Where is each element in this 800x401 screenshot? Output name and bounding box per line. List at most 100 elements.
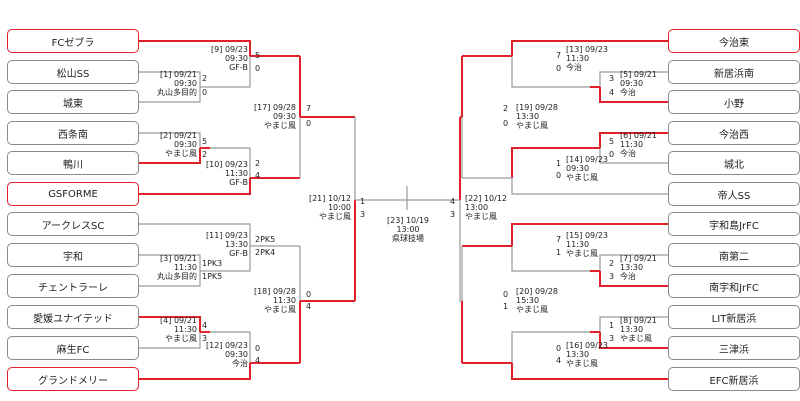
team-box-left[interactable]: 松山SS bbox=[7, 60, 139, 84]
match-header: [14] 09/23 bbox=[566, 155, 626, 164]
score: 0 bbox=[202, 88, 208, 97]
team-box-left[interactable]: アークレスSC bbox=[7, 212, 139, 236]
team-box-left[interactable]: グランドメリー bbox=[7, 367, 139, 391]
line-r2 bbox=[139, 223, 251, 246]
match-time: 13:00 bbox=[396, 225, 420, 234]
match-number: [20] bbox=[516, 287, 533, 296]
match-date: 09/23 bbox=[584, 155, 609, 164]
match-number: [19] bbox=[516, 103, 533, 112]
score: 7 bbox=[556, 235, 562, 244]
team-box-left[interactable]: GSFORME bbox=[7, 182, 139, 206]
line-r1 bbox=[139, 132, 201, 148]
match-date: 09/21 bbox=[173, 70, 197, 79]
team-box-right[interactable]: 今治西 bbox=[668, 121, 800, 145]
match-date: 09/23 bbox=[224, 341, 249, 350]
score: 3 bbox=[609, 334, 615, 343]
line-r1 bbox=[599, 271, 668, 287]
team-box-right[interactable]: EFC新居浜 bbox=[668, 367, 800, 391]
score: 1 bbox=[609, 321, 615, 330]
team-box-right[interactable]: 三津浜 bbox=[668, 336, 800, 360]
match-header: [7] 09/21 bbox=[620, 254, 664, 263]
score: 2 bbox=[503, 104, 509, 113]
match-date: 09/21 bbox=[633, 254, 657, 263]
team-box-right[interactable]: 新居浜南 bbox=[668, 60, 800, 84]
match-header: [11] 09/23 bbox=[206, 231, 248, 240]
score: 2 bbox=[202, 150, 208, 159]
team-box-right[interactable]: 今治東 bbox=[668, 29, 800, 53]
match-date: 09/21 bbox=[173, 316, 197, 325]
match-number: [21] bbox=[308, 194, 326, 203]
team-box-left[interactable]: 西条南 bbox=[7, 121, 139, 145]
match-time: 13:30 bbox=[224, 240, 248, 249]
match-venue: GF-B bbox=[229, 63, 248, 72]
score: 0 bbox=[255, 64, 261, 73]
score: 4 bbox=[556, 356, 562, 365]
score: 0 bbox=[503, 290, 509, 299]
match-time: 09:30 bbox=[566, 164, 590, 173]
team-box-right[interactable]: LIT新居浜 bbox=[668, 305, 800, 329]
match-date: 09/28 bbox=[272, 287, 296, 296]
score: 0 bbox=[306, 119, 312, 128]
match-header: [20] 09/28 bbox=[516, 287, 576, 296]
team-box-left[interactable]: 城東 bbox=[7, 90, 139, 114]
line-r1 bbox=[599, 132, 668, 148]
match-venue: やまじ風 bbox=[264, 121, 296, 130]
score: 4 bbox=[255, 171, 261, 180]
match-date: 09/21 bbox=[173, 131, 197, 140]
line-r1 bbox=[139, 87, 201, 103]
match-date: 09/21 bbox=[633, 70, 657, 79]
match-number: [14] bbox=[566, 155, 583, 164]
score: 2 bbox=[609, 259, 615, 268]
match-venue: やまじ風 bbox=[264, 305, 296, 314]
match-header: [10] 09/23 bbox=[206, 160, 248, 169]
team-box-left[interactable]: 麻生FC bbox=[7, 336, 139, 360]
score: 4 bbox=[306, 302, 312, 311]
match-number: [6] bbox=[620, 131, 632, 140]
match-header: [6] 09/21 bbox=[620, 131, 664, 140]
line-r1 bbox=[599, 332, 668, 349]
match-venue: GF-B bbox=[229, 178, 248, 187]
match-venue: 今治 bbox=[232, 359, 248, 368]
match-number: [23] bbox=[386, 216, 404, 225]
match-time: 09:30 bbox=[224, 54, 248, 63]
line-r1 bbox=[599, 148, 668, 164]
match-venue: やまじ風 bbox=[165, 334, 197, 343]
match-time: 11:30 bbox=[173, 263, 197, 272]
score: 0 bbox=[609, 150, 615, 159]
team-box-right[interactable]: 城北 bbox=[668, 151, 800, 175]
match-venue: やまじ風 bbox=[566, 359, 598, 368]
match-time: 13:00 bbox=[465, 203, 489, 212]
team-box-left[interactable]: FCゼブラ bbox=[7, 29, 139, 53]
match-header: [17] 09/28 bbox=[248, 103, 296, 112]
score: 3 bbox=[202, 334, 208, 343]
line-r1 bbox=[139, 71, 201, 87]
score: 0 bbox=[556, 171, 562, 180]
team-box-left[interactable]: チェントラーレ bbox=[7, 274, 139, 298]
match-venue: やまじ風 bbox=[566, 249, 598, 258]
team-box-left[interactable]: 愛媛ユナイテッド bbox=[7, 305, 139, 329]
match-time: 09:30 bbox=[173, 140, 197, 149]
team-box-right[interactable]: 宇和島JrFC bbox=[668, 212, 800, 236]
team-box-right[interactable]: 南第二 bbox=[668, 243, 800, 267]
line-r2 bbox=[511, 246, 590, 272]
match-number: [3] bbox=[160, 254, 172, 263]
match-time: 13:30 bbox=[620, 263, 644, 272]
team-box-left[interactable]: 鴨川 bbox=[7, 151, 139, 175]
match-number: [12] bbox=[206, 341, 223, 350]
match-header: [12] 09/23 bbox=[206, 341, 248, 350]
team-box-left[interactable]: 宇和 bbox=[7, 243, 139, 267]
team-box-right[interactable]: 小野 bbox=[668, 90, 800, 114]
line-r2 bbox=[139, 40, 251, 56]
match-number: [15] bbox=[566, 231, 583, 240]
score: 0 bbox=[306, 290, 312, 299]
match-date: 10/12 bbox=[483, 194, 508, 203]
match-date: 10/19 bbox=[405, 216, 430, 225]
line-r1 bbox=[139, 332, 201, 349]
score: 3 bbox=[360, 210, 366, 219]
score: 4 bbox=[609, 88, 615, 97]
match-date: 09/28 bbox=[534, 103, 559, 112]
team-box-right[interactable]: 帝人SS bbox=[668, 182, 800, 206]
line-r2 bbox=[511, 40, 668, 56]
team-box-right[interactable]: 南宇和JrFC bbox=[668, 274, 800, 298]
score: 2PK5 bbox=[255, 235, 276, 244]
